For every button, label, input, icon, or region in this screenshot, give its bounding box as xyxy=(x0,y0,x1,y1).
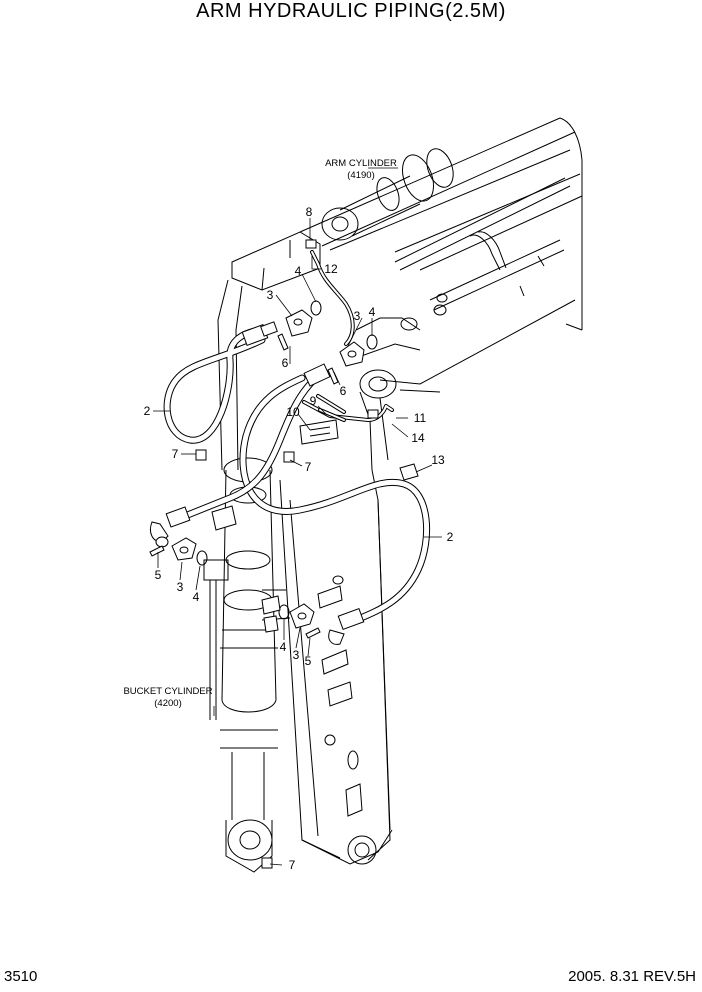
arm-cylinder-label: ARM CYLINDER xyxy=(325,158,397,169)
arm-cylinder-drawing xyxy=(299,117,583,399)
callout-5: 5 xyxy=(155,568,162,582)
callout-3: 3 xyxy=(293,648,300,662)
callout-8: 8 xyxy=(306,205,313,219)
callout-3: 3 xyxy=(177,580,184,594)
component-notes: ARM CYLINDER (4190) BUCKET CYLINDER (420… xyxy=(123,158,397,709)
flanges xyxy=(149,239,419,869)
callout-11: 11 xyxy=(414,411,427,425)
leader-lines xyxy=(153,167,442,866)
callout-5: 5 xyxy=(305,654,312,668)
bucket-cylinder-code: (4200) xyxy=(154,698,181,709)
arm-cylinder-code: (4190) xyxy=(347,170,374,181)
pipe-12 xyxy=(310,250,355,346)
hose-big-loop xyxy=(239,374,431,624)
callout-9: 9 xyxy=(310,394,317,408)
callout-4: 4 xyxy=(280,640,287,654)
callout-3: 3 xyxy=(354,309,361,323)
bucket-cylinder-label: BUCKET CYLINDER xyxy=(123,686,212,697)
page-title: ARM HYDRAULIC PIPING(2.5M) xyxy=(196,0,506,22)
callout-13: 13 xyxy=(431,453,445,467)
callout-2: 2 xyxy=(144,404,151,418)
callouts: 8 4 12 3 3 4 6 6 2 9 10 11 14 7 7 13 2 5… xyxy=(144,205,454,872)
callout-4: 4 xyxy=(193,590,200,604)
hose-long-diagonal xyxy=(176,372,322,522)
revision-date: 2005. 8.31 REV.5H xyxy=(568,968,696,985)
callout-10: 10 xyxy=(286,405,300,419)
hose-left-loop xyxy=(163,326,266,444)
callout-4: 4 xyxy=(295,264,302,278)
callout-14: 14 xyxy=(411,431,425,445)
callout-2: 2 xyxy=(447,530,454,544)
callout-6: 6 xyxy=(282,356,289,370)
pipe-9-14 xyxy=(302,394,394,422)
hose-fittings xyxy=(149,321,365,645)
callout-6: 6 xyxy=(340,384,347,398)
callout-12: 12 xyxy=(324,262,338,276)
page-number: 3510 xyxy=(4,968,38,985)
callout-7: 7 xyxy=(305,460,312,474)
callout-7: 7 xyxy=(172,447,179,461)
callout-4: 4 xyxy=(369,305,376,319)
callout-7: 7 xyxy=(289,858,296,872)
callout-3: 3 xyxy=(267,288,274,302)
